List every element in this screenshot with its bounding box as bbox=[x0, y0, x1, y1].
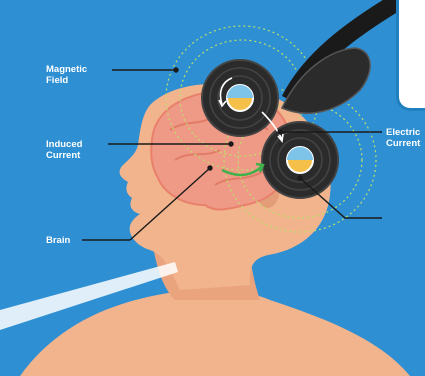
magnetic-field-label: Magnetic Field bbox=[46, 64, 87, 86]
induced-current-label: Induced Current bbox=[46, 139, 82, 161]
induced-current-line1: Induced bbox=[46, 139, 82, 150]
brain-label-text: Brain bbox=[46, 235, 70, 246]
induced-current-line2: Current bbox=[46, 150, 82, 161]
electric-current-line2: Current bbox=[386, 138, 425, 149]
electric-current-line1: Electric bbox=[386, 127, 425, 138]
callout-box bbox=[396, 0, 425, 111]
magnetic-field-line1: Magnetic bbox=[46, 64, 87, 75]
magnetic-field-line2: Field bbox=[46, 75, 87, 86]
electric-current-label: Electric Current bbox=[386, 127, 425, 149]
brain-label: Brain bbox=[46, 235, 70, 246]
